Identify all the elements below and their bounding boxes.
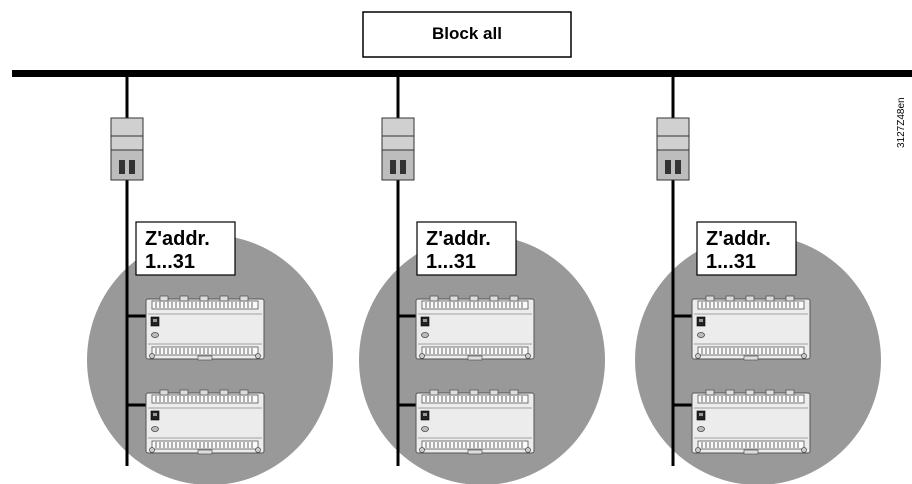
bus-coupler (381, 117, 415, 181)
controller-module (691, 295, 811, 361)
zone-address-line1: Z'addr. (145, 228, 210, 250)
zone-3: Z'addr. 1...31 (635, 77, 881, 484)
reference-code: 3127Z48en (896, 97, 907, 148)
zone-address-box (135, 221, 236, 276)
main-bus-line (12, 70, 912, 77)
zone-address-line2: 1...31 (706, 251, 756, 273)
zone-address-box (696, 221, 797, 276)
zone-address-line2: 1...31 (426, 251, 476, 273)
bus-coupler (110, 117, 144, 181)
block-all-label: Block all (432, 24, 502, 43)
controller-module (145, 295, 265, 361)
zone-address-box (416, 221, 517, 276)
bus-coupler (656, 117, 690, 181)
zone-2: Z'addr. 1...31 (359, 77, 605, 484)
zone-1: Z'addr. 1...31 (87, 77, 333, 484)
zone-address-line2: 1...31 (145, 251, 195, 273)
controller-module (145, 389, 265, 455)
controller-module (415, 389, 535, 455)
block-all-box (362, 11, 572, 58)
controller-module (415, 295, 535, 361)
zone-address-line1: Z'addr. (426, 228, 491, 250)
zone-address-line1: Z'addr. (706, 228, 771, 250)
controller-module (691, 389, 811, 455)
